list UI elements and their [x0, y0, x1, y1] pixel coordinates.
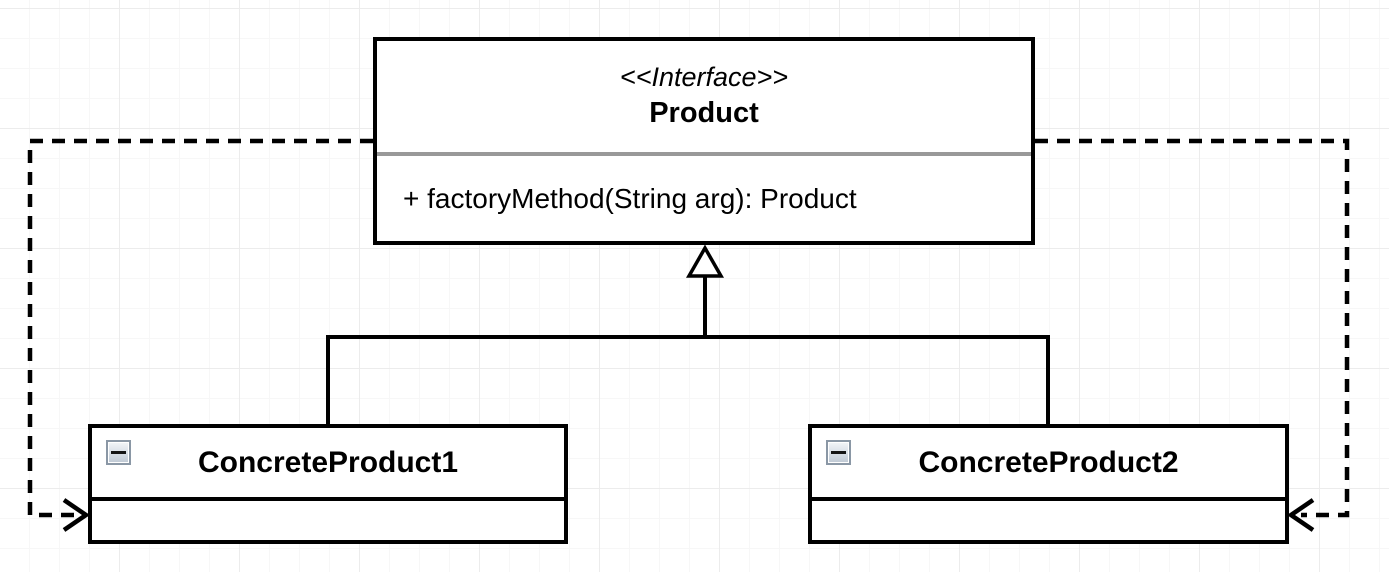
concreteproduct2-empty-compartment	[812, 501, 1285, 540]
concreteproduct2-title-compartment: ConcreteProduct2	[812, 428, 1285, 497]
concreteproduct1-title-compartment: ConcreteProduct1	[92, 428, 564, 497]
product-method-compartment: + factoryMethod(String arg): Product	[377, 156, 1031, 241]
method-label: + factoryMethod(String arg): Product	[403, 182, 857, 214]
dependency-line-right[interactable]	[1035, 138, 1350, 518]
hollow-triangle-arrowhead-icon	[685, 244, 725, 278]
realization-edge[interactable]	[326, 244, 1050, 424]
realization-branch-lines[interactable]	[326, 335, 1050, 424]
class-box-concreteproduct1[interactable]: ConcreteProduct1	[88, 424, 568, 544]
collapse-button[interactable]	[106, 440, 131, 465]
minus-icon	[111, 451, 126, 454]
open-arrowhead-icon	[1287, 498, 1315, 532]
class-name-product: Product	[649, 96, 759, 129]
minus-icon	[831, 451, 846, 454]
dependency-edge-right[interactable]	[1035, 138, 1350, 532]
collapse-button[interactable]	[826, 440, 851, 465]
stereotype-label: <<Interface>>	[619, 62, 789, 93]
product-title-compartment: <<Interface>> Product	[377, 41, 1031, 152]
dependency-edge-left[interactable]	[27, 138, 373, 532]
class-name-concreteproduct2: ConcreteProduct2	[918, 445, 1179, 479]
compartment-divider	[812, 497, 1285, 501]
class-box-concreteproduct2[interactable]: ConcreteProduct2	[808, 424, 1289, 544]
class-box-product[interactable]: <<Interface>> Product + factoryMethod(St…	[373, 37, 1035, 245]
dependency-line-left[interactable]	[27, 138, 373, 518]
class-name-concreteproduct1: ConcreteProduct1	[197, 445, 459, 479]
concreteproduct1-empty-compartment	[92, 501, 564, 540]
compartment-divider	[92, 497, 564, 501]
compartment-divider	[377, 152, 1031, 156]
open-arrowhead-icon	[62, 498, 90, 532]
